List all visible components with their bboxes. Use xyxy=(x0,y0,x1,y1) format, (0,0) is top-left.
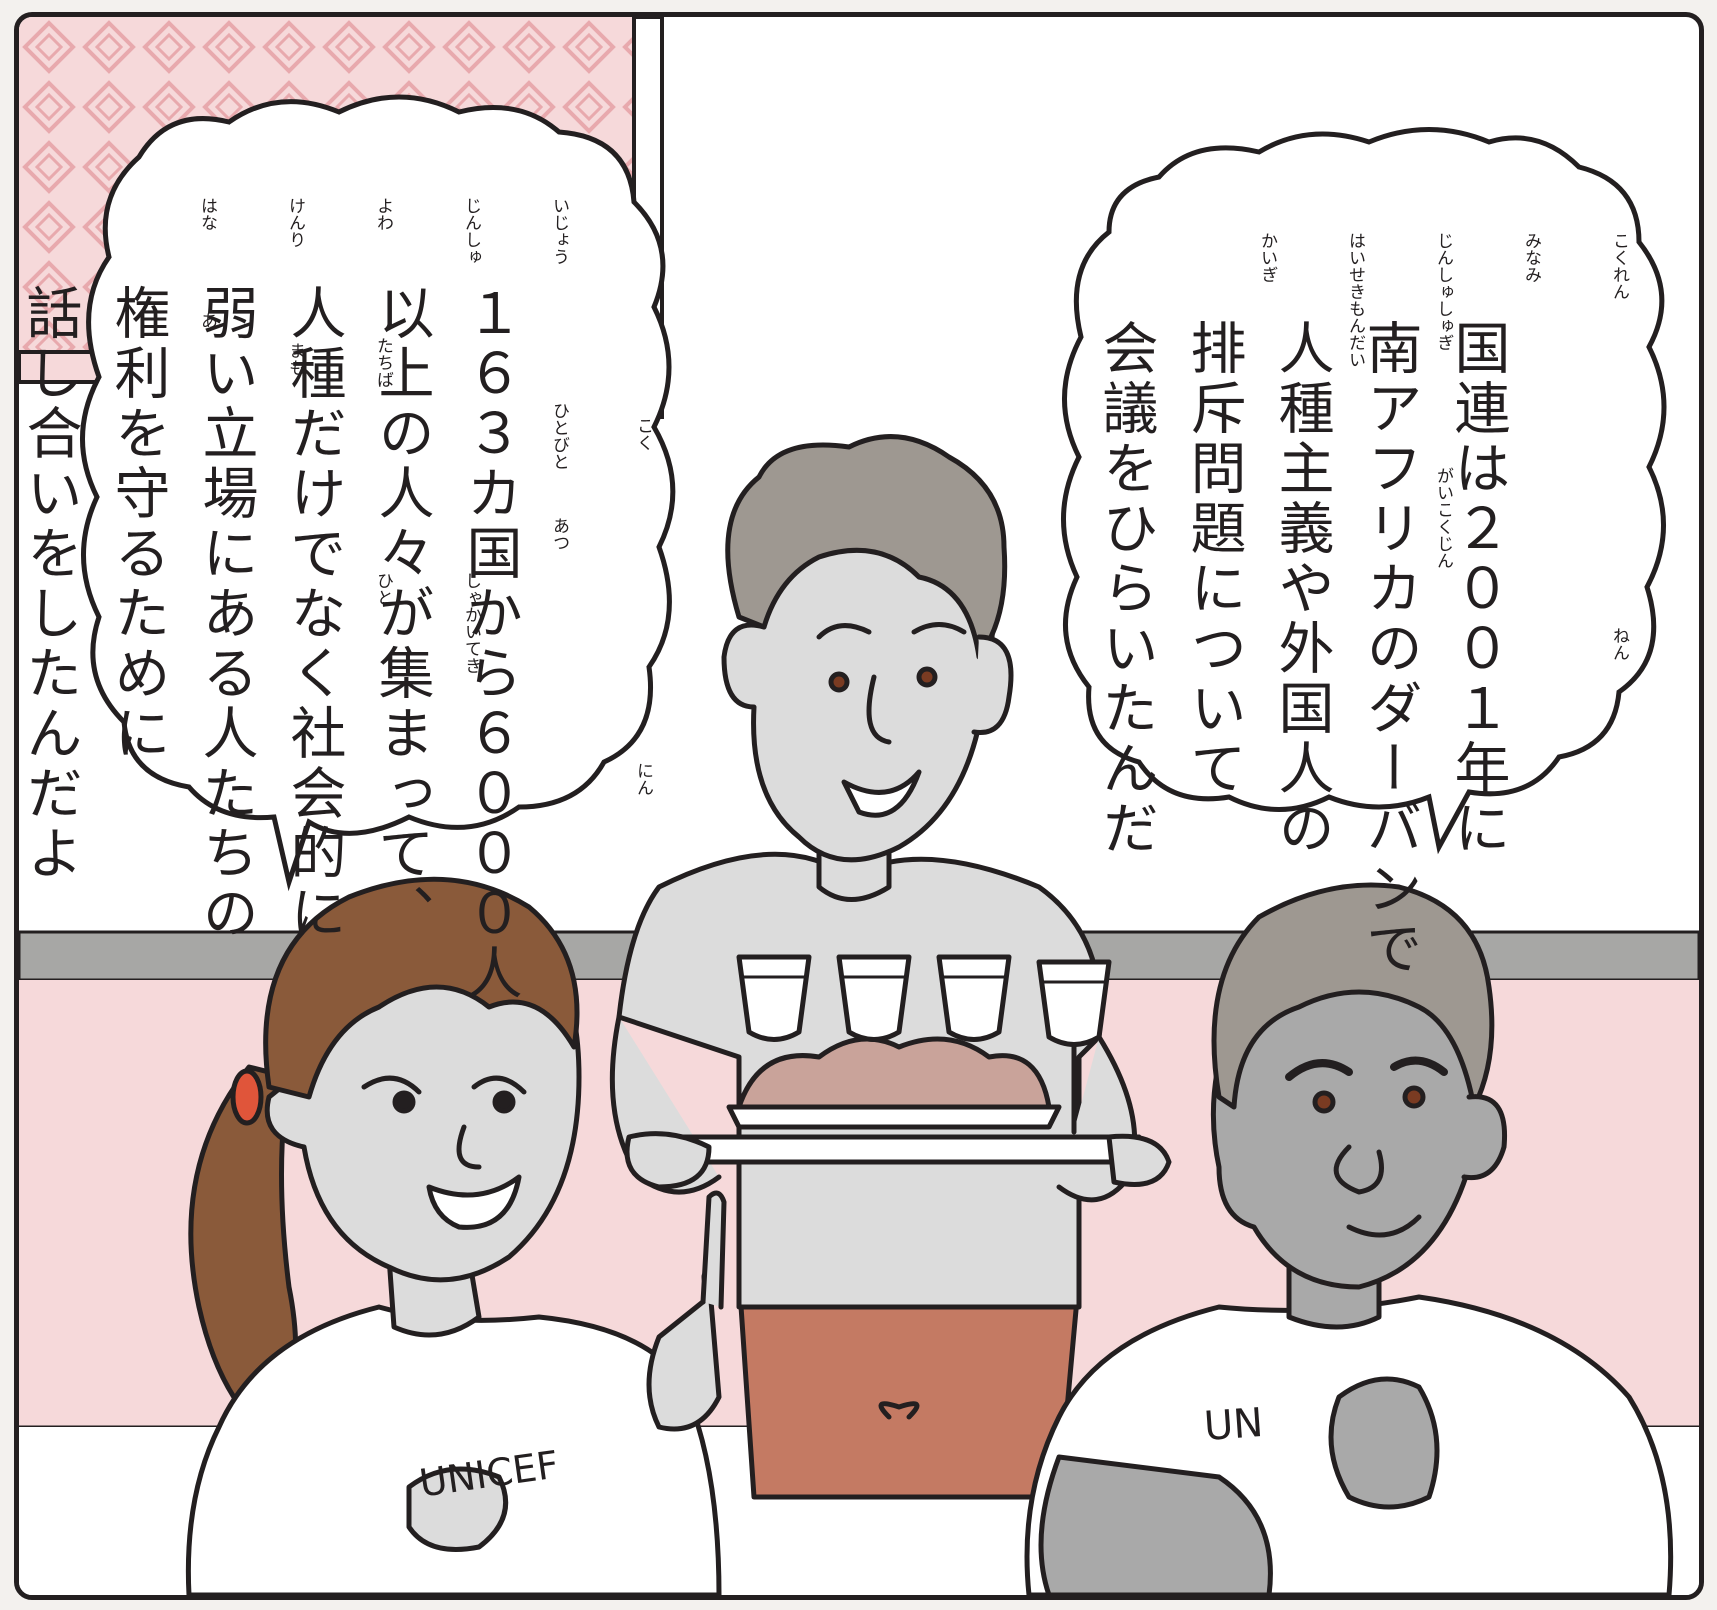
speech-line: 人種主義や外国人の xyxy=(1269,319,1334,860)
scene-illustration xyxy=(19,17,1699,1595)
ruby-right: はいせきもんだい xyxy=(1345,232,1365,368)
ruby-left: しゃかいてき xyxy=(461,572,481,674)
ruby-left: あ xyxy=(197,312,217,329)
speech-line: 話し合いをしたんだよ xyxy=(17,284,82,885)
girl-unicef xyxy=(185,876,727,1595)
man-with-tray xyxy=(609,434,1172,1500)
ruby-right: じんしゅしゅぎ xyxy=(1433,232,1453,351)
ruby-left: けんり xyxy=(285,197,305,248)
speech-text-left: １６３カ国から６０００人 以上の人々が集まって、 人種だけでなく社会的に 弱い立… xyxy=(19,197,621,1004)
ruby-left: ひと xyxy=(373,572,393,606)
speech-text-right: 国連は２００１年に 南アフリカのダーバンで 人種主義や外国人の 排斥問題について… xyxy=(993,232,1609,979)
speech-line: 弱い立場にある人たちの xyxy=(193,284,258,945)
ruby-left: ひとびと xyxy=(549,402,569,470)
speech-line: 南アフリカのダーバンで xyxy=(1357,319,1422,980)
ruby-right: みなみ xyxy=(1521,232,1541,283)
speech-bubble-left xyxy=(80,94,676,892)
ruby-left: じんしゅ xyxy=(461,197,481,265)
ruby-left: まも xyxy=(285,342,305,376)
comic-panel: １６３カ国から６０００人 以上の人々が集まって、 人種だけでなく社会的に 弱い立… xyxy=(14,12,1704,1600)
speech-line: 排斥問題について xyxy=(1181,319,1246,800)
ruby-left: よわ xyxy=(373,197,393,231)
ruby-left: こく xyxy=(633,417,653,451)
speech-line: 人種だけでなく社会的に xyxy=(281,284,346,945)
ruby-left: はな xyxy=(197,197,217,231)
speech-bubble-right xyxy=(1061,127,1667,855)
ruby-left: にん xyxy=(633,762,653,796)
speech-line: １６３カ国から６０００人 xyxy=(457,284,522,1005)
ruby-right: こくれん xyxy=(1609,232,1629,300)
man-right xyxy=(1024,882,1674,1595)
ruby-right: かいぎ xyxy=(1257,232,1277,283)
ruby-right: がいこくじん xyxy=(1433,467,1453,569)
ruby-left: いじょう xyxy=(549,197,569,265)
speech-line: 国連は２００１年に xyxy=(1445,319,1510,860)
shirt-logo-un: UN xyxy=(1202,1399,1265,1451)
speech-line: 権利を守るために xyxy=(105,284,170,765)
speech-line: 会議をひらいたんだ xyxy=(1093,319,1158,860)
ruby-left: たちば xyxy=(373,337,393,388)
ruby-left: あつ xyxy=(549,517,569,551)
ruby-right: ねん xyxy=(1609,627,1629,661)
speech-line: 以上の人々が集まって、 xyxy=(369,284,434,945)
